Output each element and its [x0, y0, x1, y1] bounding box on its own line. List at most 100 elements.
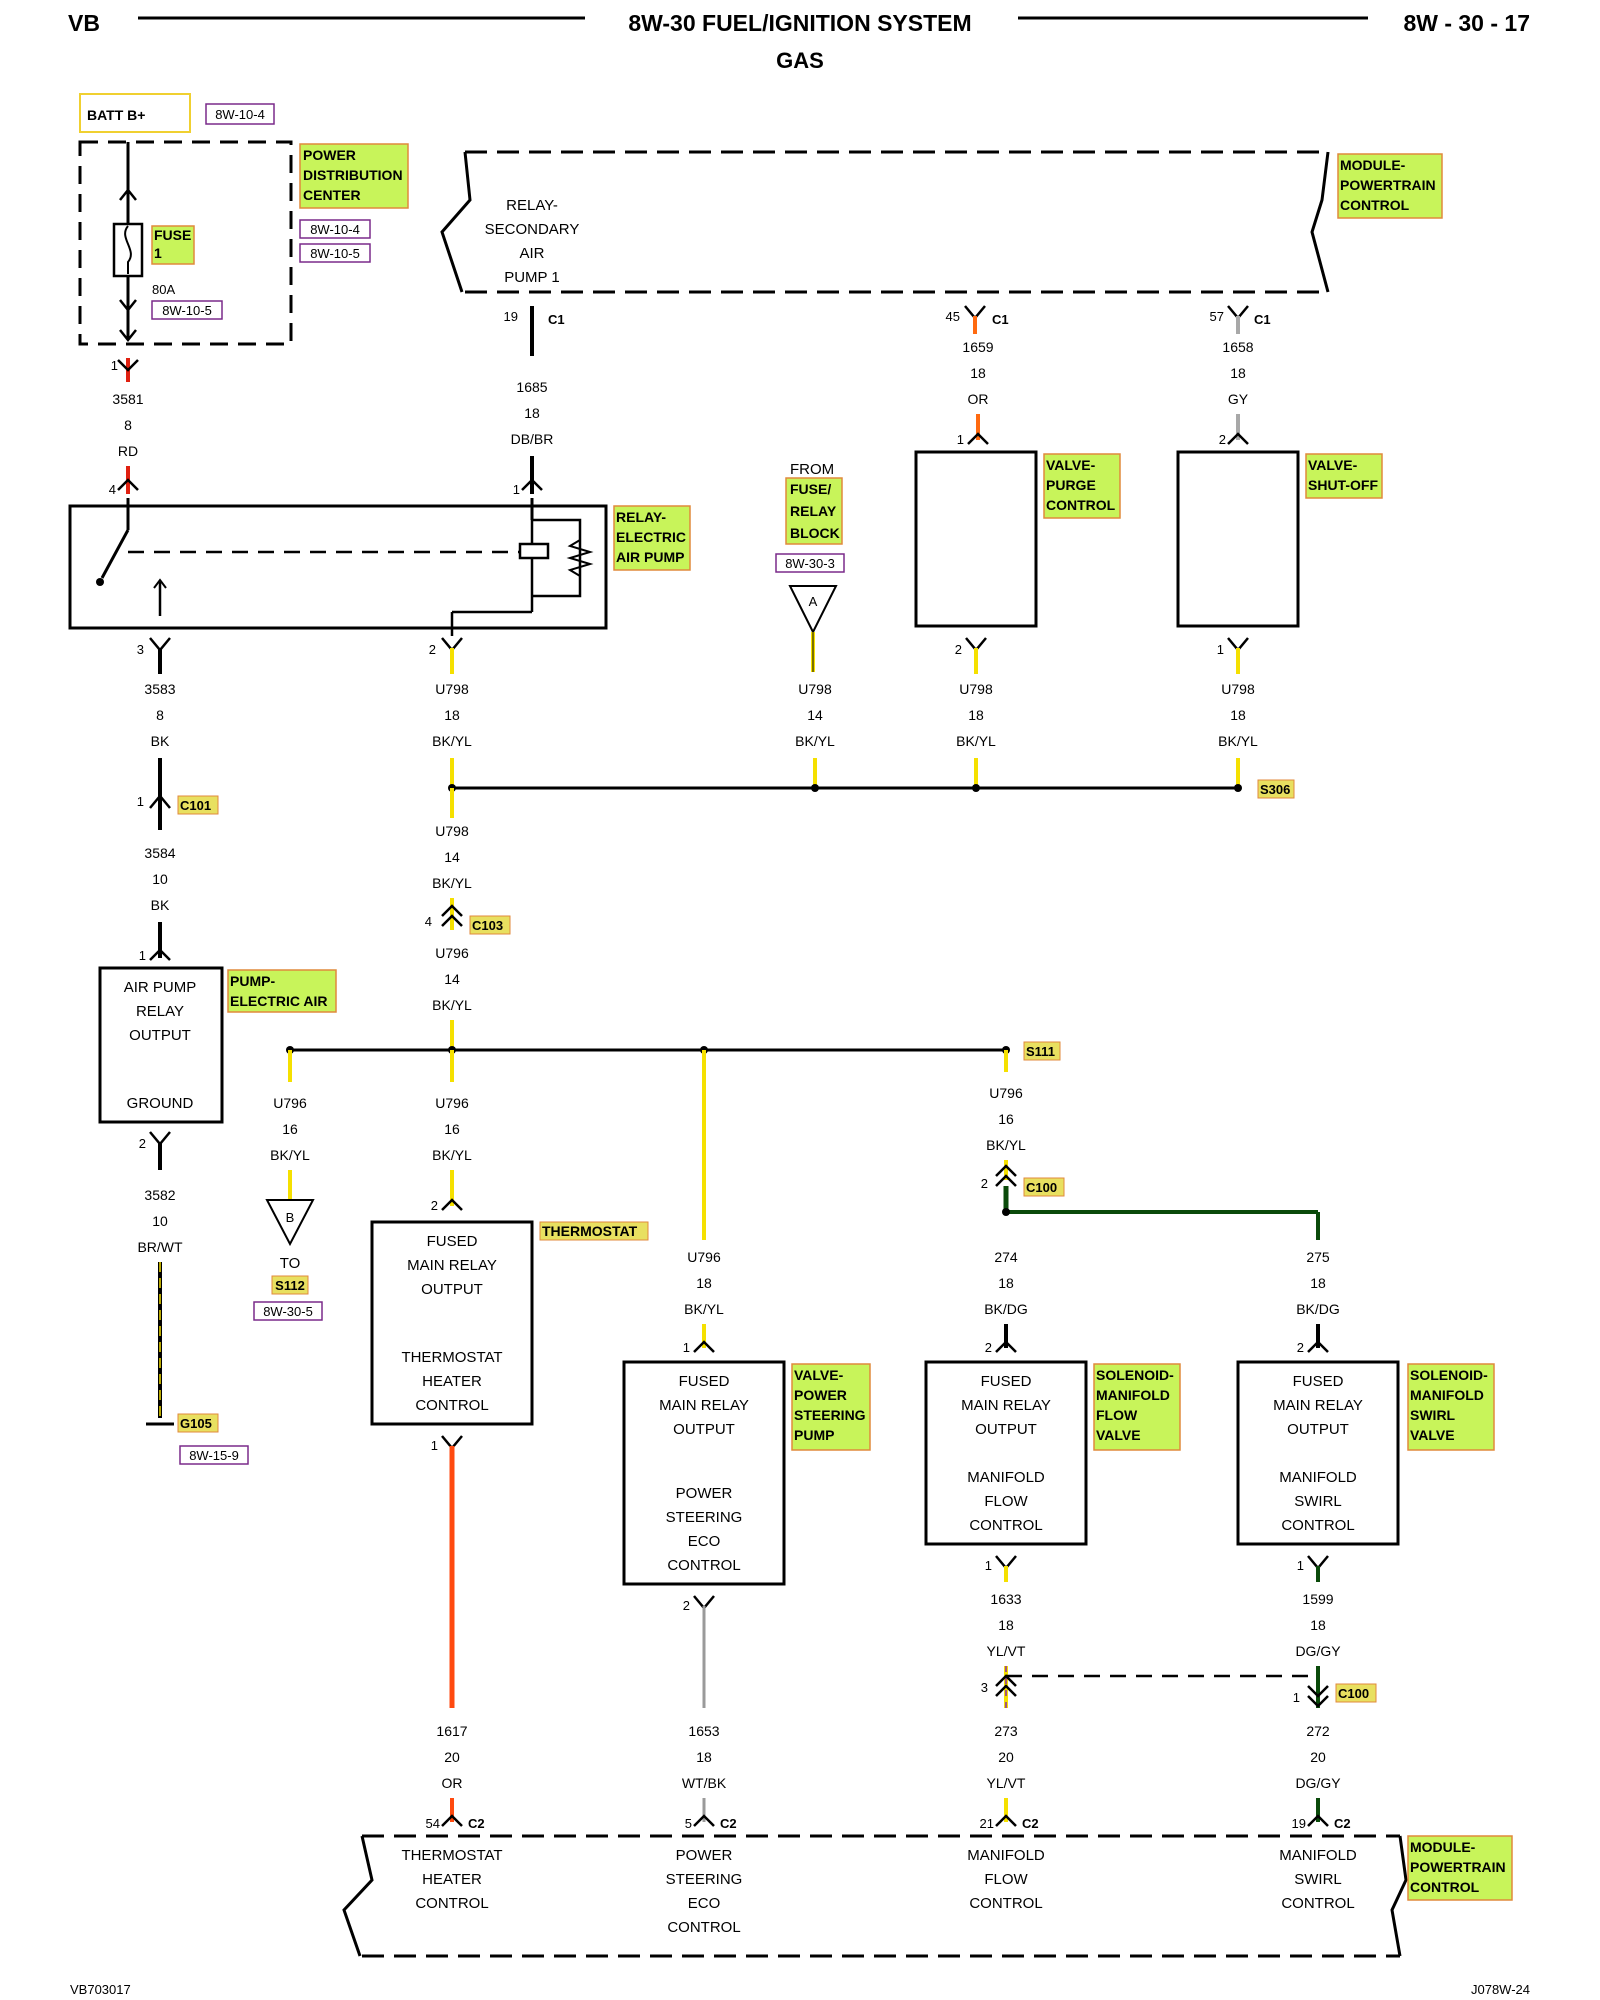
splice-s306: S306: [448, 758, 1295, 818]
svg-text:16: 16: [444, 1121, 460, 1137]
wire-275: 275 18 BK/DG 2: [1296, 1249, 1340, 1355]
svg-text:10: 10: [152, 1213, 168, 1229]
svg-text:SOLENOID-: SOLENOID-: [1410, 1367, 1488, 1383]
svg-text:1633: 1633: [990, 1591, 1021, 1607]
svg-text:U798: U798: [435, 681, 469, 697]
svg-text:3: 3: [981, 1680, 988, 1695]
svg-text:3582: 3582: [144, 1187, 175, 1203]
svg-text:1: 1: [154, 245, 162, 261]
svg-text:2: 2: [981, 1176, 988, 1191]
header-left: VB: [68, 10, 100, 36]
pdc-ref-2: 8W-10-5: [310, 246, 360, 261]
svg-text:C2: C2: [1334, 1816, 1351, 1831]
svg-text:20: 20: [1310, 1749, 1326, 1765]
svg-text:3583: 3583: [144, 681, 175, 697]
svg-text:18: 18: [1310, 1617, 1326, 1633]
svg-text:G105: G105: [180, 1416, 212, 1431]
svg-text:1599: 1599: [1302, 1591, 1333, 1607]
svg-text:21: 21: [980, 1816, 994, 1831]
svg-text:C101: C101: [180, 798, 211, 813]
svg-text:3581: 3581: [112, 391, 143, 407]
svg-text:FUSE/: FUSE/: [790, 481, 831, 497]
svg-text:WT/BK: WT/BK: [682, 1775, 727, 1791]
svg-text:YL/VT: YL/VT: [987, 1775, 1026, 1791]
power-distribution-center: FUSE 1 80A 8W-10-5 POWER DISTRIBUTION CE…: [78, 140, 409, 346]
svg-text:2: 2: [985, 1340, 992, 1355]
svg-text:PUMP-: PUMP-: [230, 973, 275, 989]
pcm-top-name-2: POWERTRAIN: [1340, 177, 1436, 193]
svg-text:U798: U798: [959, 681, 993, 697]
svg-text:YL/VT: YL/VT: [987, 1643, 1026, 1659]
svg-text:OUTPUT: OUTPUT: [1287, 1421, 1349, 1438]
svg-text:2: 2: [1219, 432, 1226, 447]
svg-text:3: 3: [137, 642, 144, 657]
svg-text:CONTROL: CONTROL: [1410, 1879, 1480, 1895]
svg-text:THERMOSTAT: THERMOSTAT: [401, 1847, 502, 1864]
svg-text:18: 18: [1230, 707, 1246, 723]
svg-text:1: 1: [1217, 642, 1224, 657]
svg-text:18: 18: [968, 707, 984, 723]
svg-text:2: 2: [1297, 1340, 1304, 1355]
svg-text:VALVE: VALVE: [1410, 1427, 1455, 1443]
svg-text:MAIN RELAY: MAIN RELAY: [659, 1397, 749, 1414]
svg-text:3584: 3584: [144, 845, 175, 861]
svg-text:18: 18: [524, 405, 540, 421]
svg-text:8W-15-9: 8W-15-9: [189, 1448, 239, 1463]
svg-text:CONTROL: CONTROL: [1046, 497, 1116, 513]
wire-1685: 19 C1 1685 18 DB/BR 1: [504, 306, 565, 497]
svg-text:57: 57: [1210, 309, 1224, 324]
valve-shut-off: VALVE- SHUT-OFF: [1176, 450, 1383, 628]
svg-text:FLOW: FLOW: [1096, 1407, 1138, 1423]
svg-text:GROUND: GROUND: [127, 1095, 194, 1112]
svg-text:OR: OR: [968, 391, 989, 407]
svg-text:MODULE-: MODULE-: [1410, 1839, 1476, 1855]
wire-1659: 45 C1 1659 18 OR 1: [946, 305, 1009, 447]
svg-text:DG/GY: DG/GY: [1295, 1775, 1341, 1791]
svg-text:FLOW: FLOW: [984, 1493, 1028, 1510]
svg-text:SHUT-OFF: SHUT-OFF: [1308, 477, 1378, 493]
svg-text:MANIFOLD: MANIFOLD: [967, 1847, 1045, 1864]
fuse-relay-block-source: FROM FUSE/ RELAY BLOCK 8W-30-3 A: [775, 461, 845, 672]
svg-text:BK/YL: BK/YL: [986, 1137, 1026, 1153]
svg-text:RELAY: RELAY: [136, 1003, 184, 1020]
svg-text:4: 4: [109, 482, 116, 497]
svg-text:1: 1: [957, 432, 964, 447]
svg-text:AIR PUMP: AIR PUMP: [124, 979, 197, 996]
svg-text:BK/DG: BK/DG: [1296, 1301, 1340, 1317]
relay-name-1: RELAY-: [616, 509, 666, 525]
svg-text:273: 273: [994, 1723, 1018, 1739]
svg-text:14: 14: [807, 707, 823, 723]
solenoid-manifold-flow-valve: FUSED MAIN RELAY OUTPUT MANIFOLD FLOW CO…: [924, 1360, 1181, 1546]
svg-text:2: 2: [431, 1198, 438, 1213]
pcm-top-name-3: CONTROL: [1340, 197, 1410, 213]
svg-text:B: B: [286, 1210, 295, 1225]
svg-text:SOLENOID-: SOLENOID-: [1096, 1367, 1174, 1383]
svg-text:54: 54: [426, 1816, 440, 1831]
svg-text:1617: 1617: [436, 1723, 467, 1739]
svg-text:C1: C1: [1254, 312, 1271, 327]
svg-text:2: 2: [683, 1598, 690, 1613]
svg-text:FUSED: FUSED: [1293, 1373, 1344, 1390]
wire-u796-c100: U796 16 BK/YL 2 C100: [981, 1085, 1320, 1240]
svg-text:CONTROL: CONTROL: [1281, 1517, 1354, 1534]
svg-text:HEATER: HEATER: [422, 1373, 482, 1390]
fuse-ref: 8W-10-5: [162, 303, 212, 318]
svg-text:HEATER: HEATER: [422, 1871, 482, 1888]
svg-text:PURGE: PURGE: [1046, 477, 1096, 493]
svg-text:CONTROL: CONTROL: [1281, 1895, 1354, 1912]
svg-text:18: 18: [998, 1275, 1014, 1291]
svg-text:OUTPUT: OUTPUT: [421, 1281, 483, 1298]
svg-text:8: 8: [124, 417, 132, 433]
wire-3581: 1 3581 8 RD 4: [109, 358, 144, 497]
svg-text:BK/YL: BK/YL: [432, 1147, 472, 1163]
svg-text:14: 14: [444, 849, 460, 865]
svg-text:1: 1: [683, 1340, 690, 1355]
svg-text:MAIN RELAY: MAIN RELAY: [961, 1397, 1051, 1414]
svg-text:CONTROL: CONTROL: [415, 1397, 488, 1414]
wire-1633-273: 1 1633 18 YL/VT 3 273 20 YL/VT 21 C2: [980, 1555, 1318, 1831]
footer-left: VB703017: [70, 1982, 131, 1997]
svg-text:MANIFOLD: MANIFOLD: [1279, 1847, 1357, 1864]
svg-text:C103: C103: [472, 918, 503, 933]
svg-text:FUSED: FUSED: [427, 1233, 478, 1250]
